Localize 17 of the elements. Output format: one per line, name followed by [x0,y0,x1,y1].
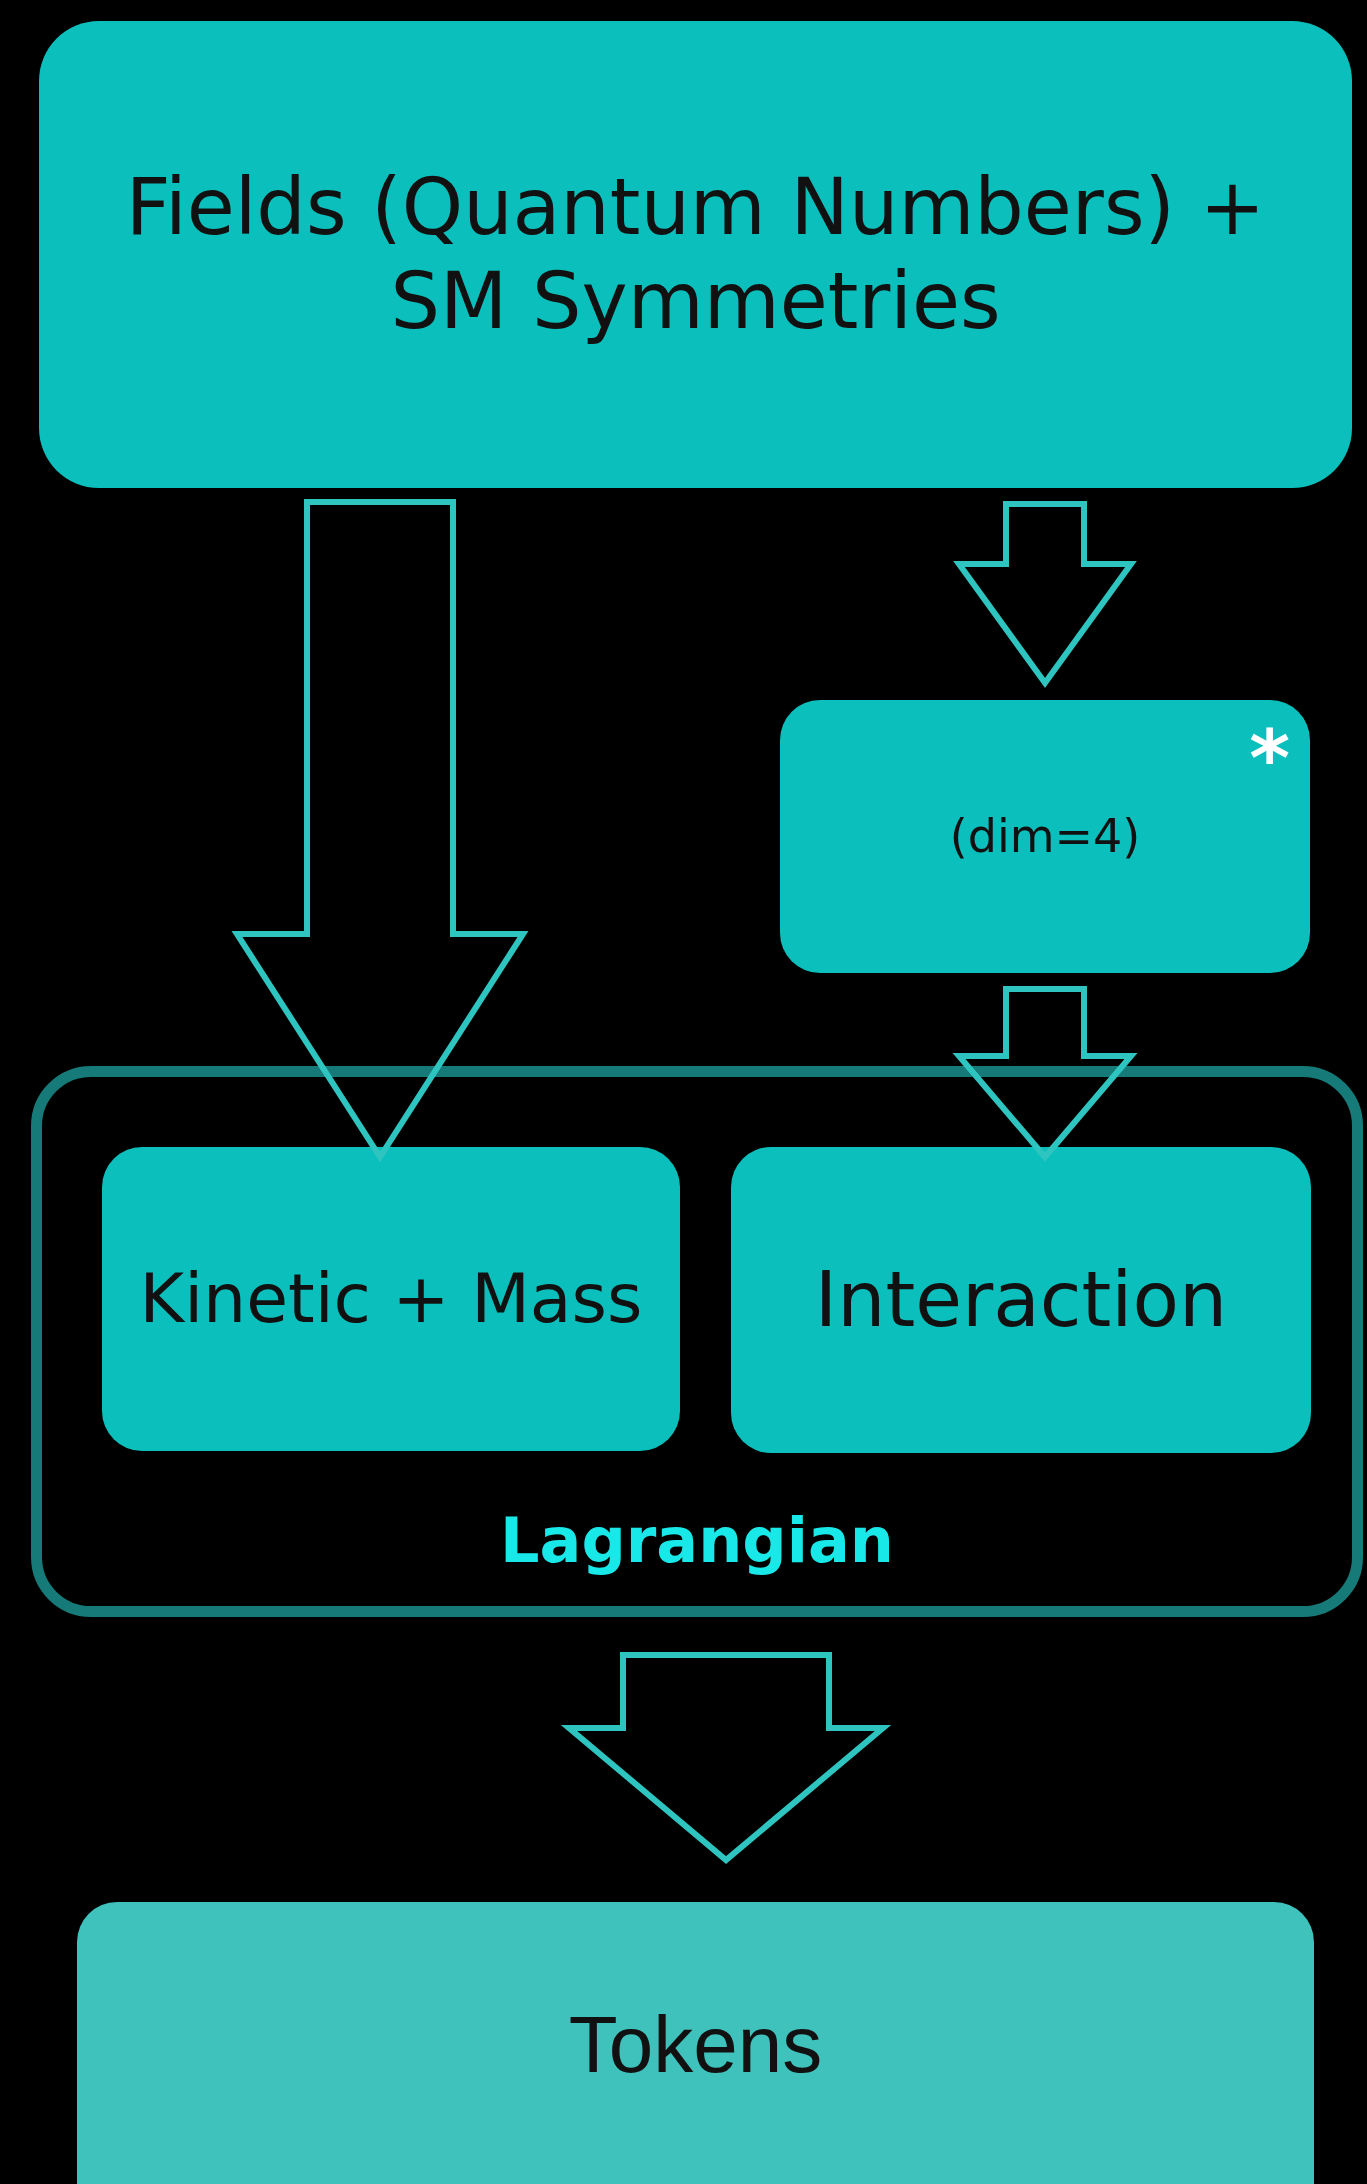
block-arrow [560,1652,892,1864]
process-box [731,1147,1311,1453]
box-label: Kinetic + Mass [138,1258,644,1340]
block-arrow [952,986,1138,1162]
group-container [31,1066,1363,1617]
footnote-mark: * [1249,720,1290,798]
box-label: Fields (Quantum Numbers) + SM Symmetries [124,160,1267,348]
box-label: Tokens [567,1999,824,2091]
box-label: (dim=4) [948,808,1142,865]
output-box [77,1902,1314,2184]
process-box [39,21,1352,488]
box-label: Interaction [813,1254,1229,1346]
block-arrow [953,501,1137,689]
block-arrow [231,499,529,1163]
process-box [780,700,1310,973]
process-box [102,1147,680,1451]
group-label: Lagrangian [499,1503,895,1578]
